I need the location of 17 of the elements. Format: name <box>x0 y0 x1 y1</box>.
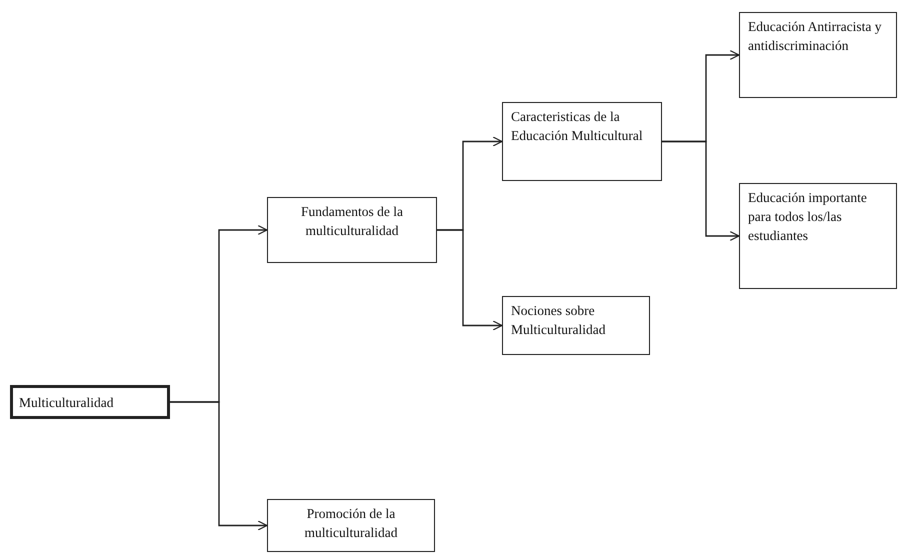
topic-box <box>267 197 437 263</box>
topic-box <box>502 102 662 181</box>
topic-box <box>502 296 650 355</box>
topic-label: Promoción de la multiculturalidad <box>304 505 398 542</box>
topic-label: Educación importante para todos los/las estudiantes <box>748 189 868 245</box>
topic-box <box>267 499 435 552</box>
topic-label: Nociones sobre Multiculturalidad <box>511 302 606 339</box>
topic-label: Educación Antirracista y antidiscriminación <box>748 18 882 55</box>
connector-arrow <box>662 140 740 242</box>
topic-label: Fundamentos de la multiculturalidad <box>300 203 404 240</box>
topic-box <box>739 183 897 289</box>
topic-box <box>739 12 897 98</box>
topic-label: Caracteristicas de la Educación Multicultural <box>511 108 644 145</box>
topic-box <box>10 385 170 419</box>
connector-arrow <box>170 401 268 531</box>
topic-label: Multiculturalidad <box>19 394 114 412</box>
connector-arrow <box>437 229 503 331</box>
